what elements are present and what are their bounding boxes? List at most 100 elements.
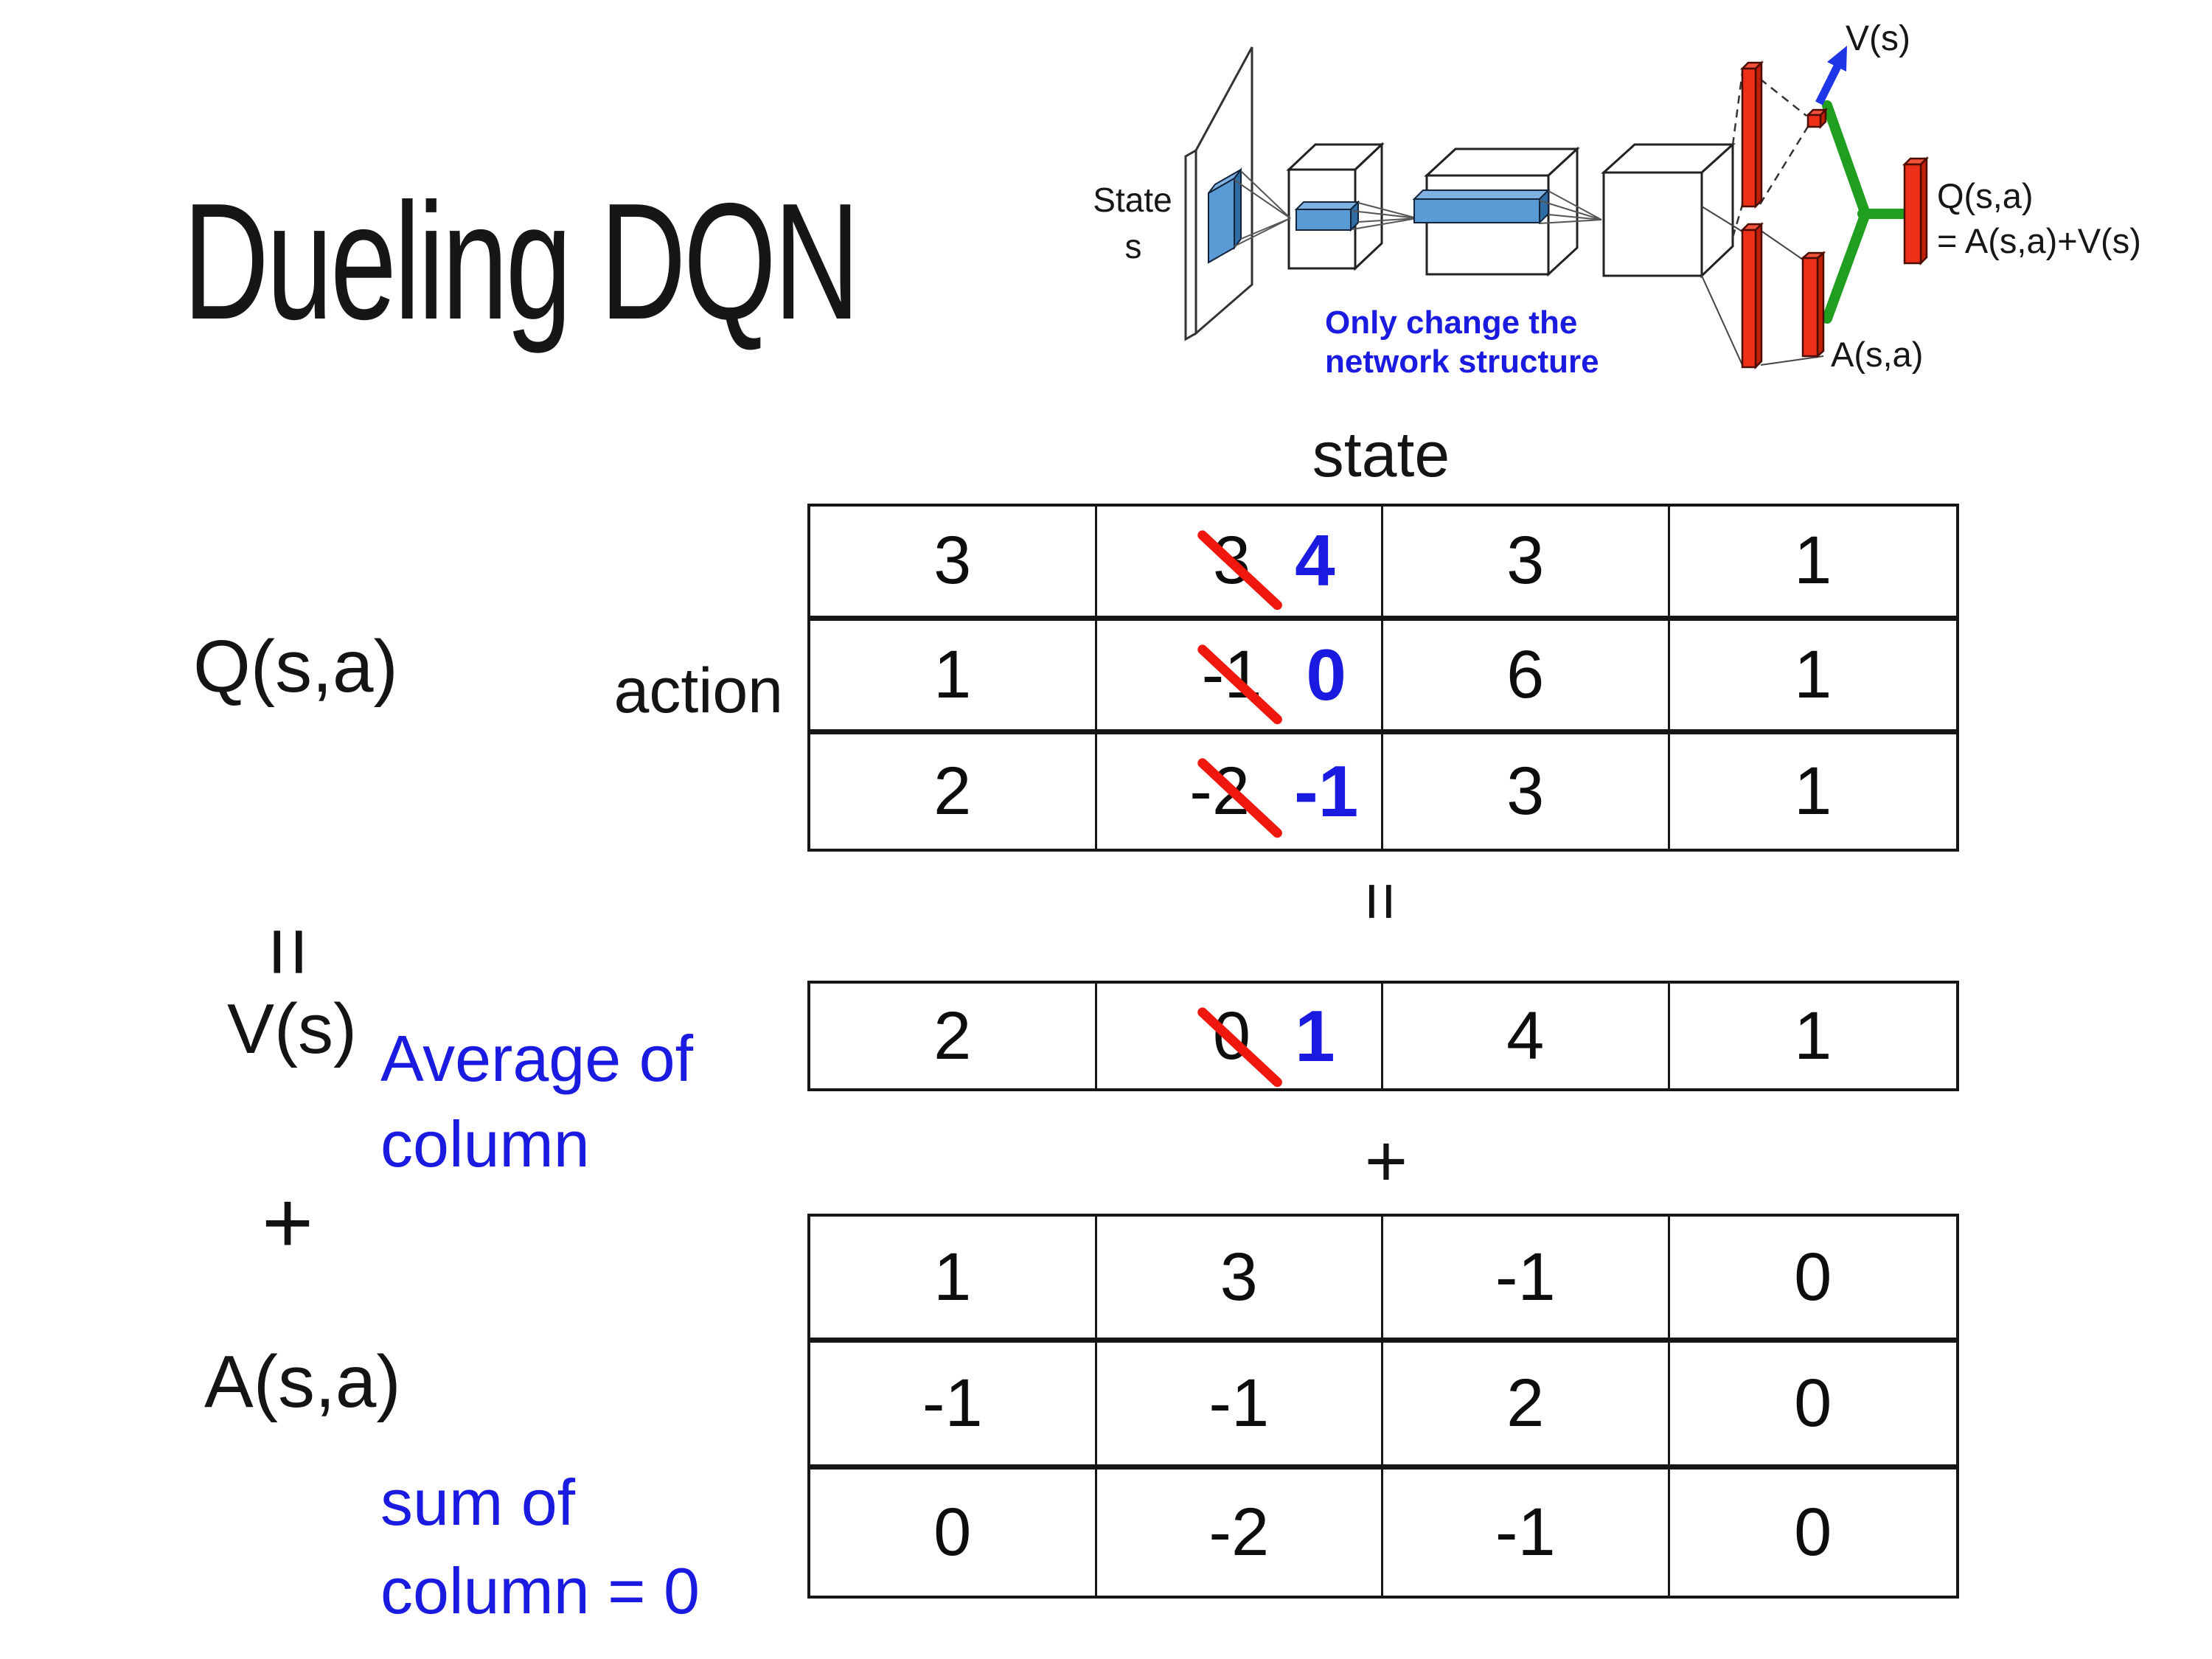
cell-value: 0 bbox=[1794, 1239, 1832, 1315]
cell-value: 1 bbox=[1794, 998, 1832, 1074]
value-cell: 0 bbox=[810, 1469, 1097, 1596]
value-cell: 6 bbox=[1383, 620, 1670, 735]
value-cell: 1 bbox=[1669, 621, 1956, 735]
crossed-value-cell: 01 bbox=[1097, 984, 1383, 1089]
value-cell: -2 bbox=[1097, 1469, 1383, 1596]
cell-value: -1 bbox=[1208, 1365, 1270, 1441]
value-cell: 2 bbox=[1383, 1343, 1670, 1470]
value-cell: 3 bbox=[1383, 734, 1670, 849]
equals-glyph: = bbox=[1343, 881, 1419, 921]
v-values-table: 2 01 4 1 bbox=[807, 981, 1959, 1091]
value-cell: 1 bbox=[810, 1217, 1097, 1343]
value-cell: 1 bbox=[1670, 984, 1957, 1088]
diagram-note-line2: network structure bbox=[1325, 344, 1599, 380]
cell-value: 1 bbox=[933, 1239, 972, 1315]
plus-sign-left: + bbox=[261, 1173, 314, 1272]
action-axis-label: action bbox=[613, 655, 784, 726]
conv-lines-2 bbox=[1352, 202, 1418, 230]
cell-value: -1 bbox=[922, 1365, 983, 1441]
q-output-bar bbox=[1902, 156, 1930, 266]
conv-lines-3 bbox=[1539, 190, 1602, 224]
a-output-label: A(s,a) bbox=[1831, 335, 1923, 374]
value-cell: 0 bbox=[1670, 1470, 1957, 1596]
network-architecture-diagram: State s V(s) Q(s,a) = A(s,a)+V(s) A(s,a)… bbox=[1093, 19, 2141, 380]
slide-title: Dueling DQN bbox=[183, 168, 860, 354]
cell-value: 4 bbox=[1506, 998, 1545, 1074]
a-term-label: A(s,a) bbox=[204, 1340, 401, 1423]
a-vector-bar bbox=[1800, 251, 1826, 358]
equals-glyph: = bbox=[239, 926, 337, 978]
feature-bar-2 bbox=[1412, 188, 1551, 225]
value-cell: 1 bbox=[1669, 507, 1956, 621]
cell-value: 0 bbox=[933, 1494, 972, 1570]
value-cell: 0 bbox=[1669, 1217, 1956, 1343]
value-cell: 1 bbox=[1670, 734, 1957, 849]
value-cell: 0 bbox=[1669, 1343, 1956, 1470]
value-cell: 3 bbox=[1096, 1217, 1383, 1343]
value-cell: 3 bbox=[810, 507, 1097, 621]
note-line: sum of bbox=[380, 1466, 576, 1539]
value-cell: 3 bbox=[1383, 507, 1670, 621]
feature-bar-1 bbox=[1294, 200, 1360, 232]
fc-bar-bottom bbox=[1739, 221, 1764, 370]
cell-value: 3 bbox=[933, 523, 972, 599]
fc-bar-top bbox=[1739, 60, 1764, 209]
value-cell: -1 bbox=[1383, 1217, 1670, 1343]
cell-value: 1 bbox=[1794, 523, 1832, 599]
value-cell: 4 bbox=[1383, 984, 1670, 1088]
filter-patch bbox=[1208, 167, 1242, 264]
fc-dashed-lines bbox=[1731, 72, 1810, 238]
equals-sign-middle: = bbox=[1325, 842, 1436, 960]
new-value: -1 bbox=[1294, 751, 1359, 832]
cell-value: 6 bbox=[1506, 636, 1545, 712]
value-cell: 1 bbox=[810, 620, 1097, 735]
cell-value: -1 bbox=[1495, 1494, 1556, 1570]
input-plane-side bbox=[1184, 148, 1197, 341]
value-cell: -1 bbox=[810, 1343, 1097, 1470]
cell-value: 3 bbox=[1220, 1239, 1258, 1315]
cell-value: -2 bbox=[1208, 1494, 1270, 1570]
new-value: 0 bbox=[1306, 633, 1346, 715]
diagram-note-line1: Only change the bbox=[1325, 305, 1577, 341]
cell-value: 1 bbox=[1794, 754, 1832, 830]
average-of-column-note: Average of column bbox=[380, 1016, 693, 1187]
crossed-value-cell: -2-1 bbox=[1097, 734, 1383, 849]
v-term-label: V(s) bbox=[227, 990, 357, 1068]
value-cell: -1 bbox=[1383, 1469, 1670, 1596]
value-cell: 2 bbox=[810, 734, 1097, 849]
sum-of-column-note: sum of column = 0 bbox=[380, 1458, 700, 1635]
note-line: column = 0 bbox=[380, 1554, 700, 1627]
cell-value: 2 bbox=[1506, 1365, 1545, 1441]
conv-box-3 bbox=[1601, 142, 1736, 279]
q-output-label-line1: Q(s,a) bbox=[1937, 176, 2034, 215]
q-term-label: Q(s,a) bbox=[193, 625, 398, 708]
q-output-label-line2: = A(s,a)+V(s) bbox=[1937, 221, 2141, 260]
value-cell: -1 bbox=[1096, 1343, 1383, 1470]
v-output-arrow-icon bbox=[1815, 46, 1847, 105]
fc-solid-lines bbox=[1701, 206, 1824, 366]
cell-value: 0 bbox=[1794, 1365, 1832, 1441]
value-cell: 2 bbox=[810, 984, 1097, 1088]
crossed-value-cell: 34 bbox=[1096, 507, 1383, 621]
v-scalar-cube bbox=[1805, 107, 1829, 130]
a-values-table: 1 3 -1 0 -1 -1 2 0 0 -2 -1 0 bbox=[807, 1214, 1959, 1599]
note-line: Average of bbox=[380, 1022, 694, 1095]
merge-connector bbox=[1822, 100, 1908, 324]
cell-value: 1 bbox=[933, 636, 972, 712]
v-output-label: V(s) bbox=[1846, 19, 1910, 58]
note-line: column bbox=[380, 1107, 590, 1180]
cell-value: 3 bbox=[1506, 523, 1545, 599]
plus-sign-middle: + bbox=[1364, 1119, 1408, 1203]
cell-value: -1 bbox=[1495, 1239, 1556, 1315]
conv-lines-1 bbox=[1234, 170, 1291, 247]
new-value: 4 bbox=[1295, 520, 1335, 602]
cell-value: 2 bbox=[933, 998, 972, 1074]
state-input-label: State bbox=[1093, 181, 1172, 219]
state-axis-label: state bbox=[1312, 420, 1450, 490]
cell-value: 0 bbox=[1794, 1494, 1832, 1570]
cell-value: 3 bbox=[1506, 754, 1545, 830]
crossed-value-cell: -10 bbox=[1096, 620, 1383, 735]
cell-value: 2 bbox=[933, 754, 972, 830]
cell-value: 1 bbox=[1794, 636, 1832, 712]
